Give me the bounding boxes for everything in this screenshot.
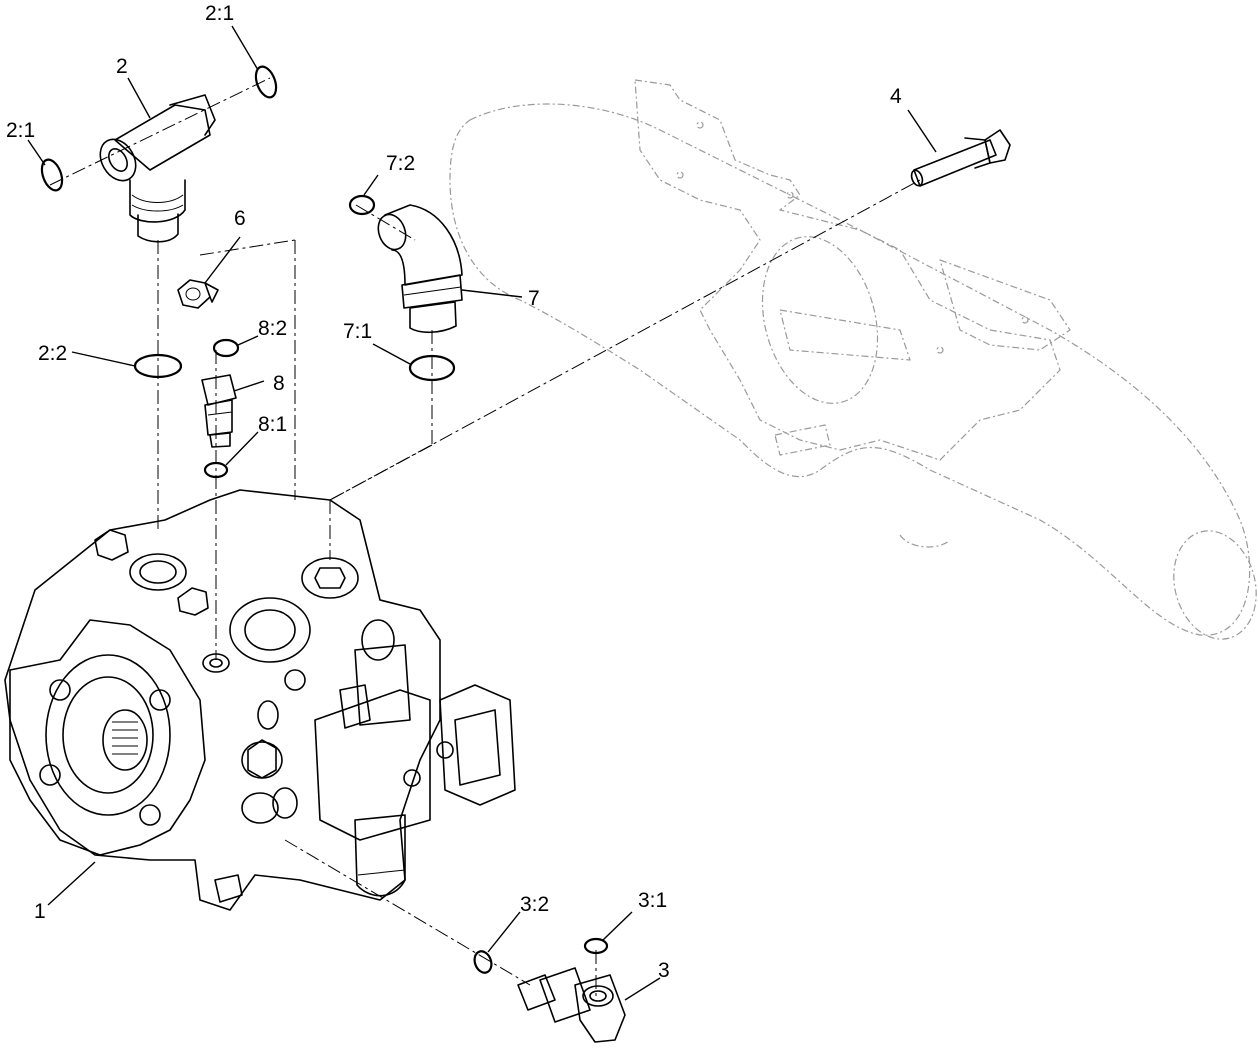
callout-1: 1 [34, 900, 46, 923]
o-ring-8-2 [212, 338, 240, 358]
assembly-centerlines [49, 77, 921, 1000]
o-ring-3-2 [473, 950, 493, 974]
callout-3-2: 3:2 [520, 893, 549, 916]
o-ring-3-1 [583, 937, 609, 955]
callout-6: 6 [234, 207, 246, 230]
o-ring-2-1-left [40, 158, 64, 192]
callout-2-1-right: 2:1 [205, 2, 234, 25]
leader-lines [27, 25, 937, 1001]
callout-2: 2 [116, 55, 128, 78]
callout-8: 8 [273, 372, 285, 395]
callout-labels: 2 2:1 2:1 2:2 6 8:2 8 8:1 7:2 7 7:1 4 1 … [6, 2, 902, 982]
o-ring-2-1-right [254, 65, 278, 99]
tee-fitting-2 [99, 94, 216, 243]
hydraulic-pump-1 [4, 489, 516, 911]
elbow-fitting-7 [377, 204, 463, 334]
callout-8-1: 8:1 [258, 413, 287, 436]
callout-7-2: 7:2 [386, 152, 415, 175]
plug-6 [177, 279, 219, 309]
elbow-fitting-8 [201, 374, 237, 448]
callout-7: 7 [528, 287, 540, 310]
o-ring-8-1 [203, 461, 229, 479]
o-ring-7-2 [348, 194, 376, 216]
frame-phantom [449, 79, 1257, 640]
o-ring-7-1 [408, 354, 456, 382]
flange-bolt-4 [910, 129, 1011, 187]
callout-4: 4 [890, 85, 902, 108]
callout-3: 3 [658, 959, 670, 982]
callout-3-1: 3:1 [638, 889, 667, 912]
elbow-fitting-3 [517, 967, 626, 1043]
callout-7-1: 7:1 [343, 320, 372, 343]
callout-2-1-left: 2:1 [6, 119, 35, 142]
callout-8-2: 8:2 [258, 317, 287, 340]
callout-2-2: 2:2 [38, 342, 67, 365]
